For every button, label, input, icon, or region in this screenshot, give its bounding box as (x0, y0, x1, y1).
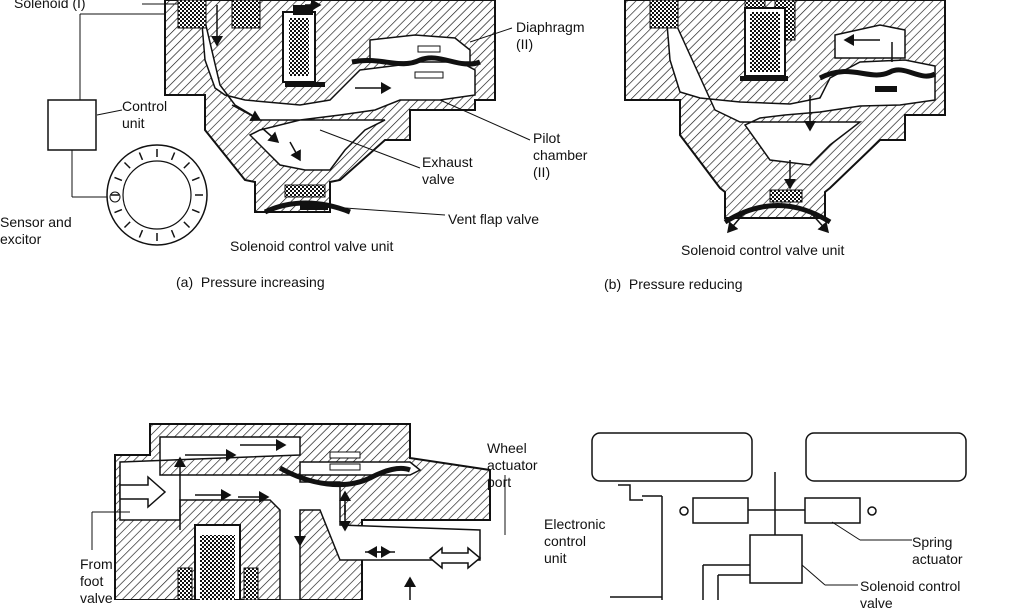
excitor-tooth (123, 161, 131, 169)
label-electronic-control-unit: Electronic control unit (544, 516, 606, 566)
valve-unit-b (624, 0, 946, 234)
excitor-tooth (170, 229, 176, 238)
leaders-d (801, 521, 912, 586)
label-sensor-and-excitor: Sensor and excitor (0, 214, 72, 247)
label-diaphragm-ii: Diaphragm (II) (516, 19, 585, 52)
vehicle-layout-d (591, 432, 967, 600)
label-solenoid-control-valve: Solenoid control valve (860, 578, 961, 611)
leaders-a (79, 3, 531, 216)
label-control-unit: Control unit (122, 98, 168, 131)
control-unit-box (47, 99, 97, 151)
label-spring-actuator: Spring actuator (912, 534, 963, 567)
valve-unit-c (114, 423, 491, 600)
excitor-tooth (123, 221, 131, 229)
excitor-tooth (114, 176, 123, 182)
caption-b: (b) Pressure reducing (604, 276, 743, 292)
label-wheel-actuator-port: Wheel actuator port (487, 440, 538, 490)
excitor-tooth (183, 161, 191, 169)
excitor-tooth (170, 152, 176, 161)
leaders-c (91, 475, 506, 550)
valve-unit-a (164, 0, 496, 215)
excitor-tooth (114, 208, 123, 214)
label-pilot-chamber-ii: Pilot chamber (II) (533, 130, 588, 180)
excitor-tooth (138, 229, 144, 238)
label-exhaust-valve: Exhaust valve (422, 154, 473, 187)
excitor-tooth (191, 176, 200, 182)
excitor-tooth (183, 221, 191, 229)
label-vent-flap-valve: Vent flap valve (448, 211, 540, 227)
label-unit-a: Solenoid control valve unit (230, 238, 394, 254)
caption-a: (a) Pressure increasing (176, 274, 325, 290)
label-unit-b: Solenoid control valve unit (681, 242, 845, 258)
sensor-excitor-wheel (106, 144, 208, 246)
label-from-foot-valve: From foot valve (80, 556, 113, 606)
label-solenoid-i: Solenoid (I) (14, 0, 86, 11)
excitor-tooth (138, 152, 144, 161)
excitor-tooth (191, 208, 200, 214)
